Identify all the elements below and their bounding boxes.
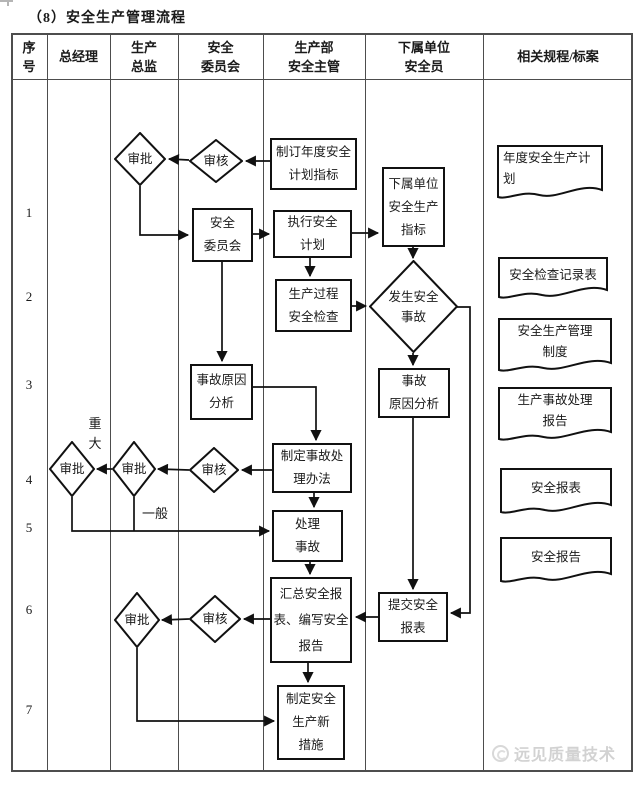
column-line [178, 33, 179, 772]
node-execute-plan: 执行安全 计划 [273, 210, 352, 258]
table-border [11, 33, 633, 772]
node-annual-plan-targets: 制订年度安全 计划指标 [270, 138, 357, 190]
column-header-director: 生产 总监 [130, 39, 157, 74]
column-line [47, 33, 48, 772]
column-line [263, 33, 264, 772]
corner-artifact [0, 0, 13, 2]
node-submit-form: 提交安全 报表 [378, 592, 448, 642]
document-annual-plan: 年度安全生产计 划 [497, 145, 603, 203]
document-check-record: 安全检查记录表 [498, 257, 608, 303]
column-header-seq: 序 号 [22, 39, 36, 74]
node-handle-accident: 处理 事故 [272, 510, 343, 562]
watermark: 远见质量技术 [492, 741, 616, 765]
column-line [483, 33, 484, 772]
node-summary-report: 汇总安全报 表、编写安全 报告 [270, 577, 352, 663]
branch-label-major: 重 大 [88, 416, 102, 451]
page-title: （8）安全生产管理流程 [28, 11, 186, 26]
column-header-supervisor: 生产部 安全主管 [287, 39, 340, 74]
branch-label-general: 一般 [141, 506, 168, 521]
node-process-check: 生产过程 安全检查 [275, 279, 352, 332]
decision-review-row4: 审核 [189, 447, 239, 493]
decision-review-row6: 审核 [189, 595, 241, 643]
column-header-officer: 下属单位 安全员 [397, 39, 450, 74]
row-number-2: 2 [25, 289, 33, 304]
node-safety-committee: 安全 委员会 [192, 208, 253, 262]
node-cause-analysis-unit: 事故 原因分析 [378, 368, 450, 418]
node-new-measures: 制定安全 生产新 措施 [277, 685, 345, 760]
column-header-gm: 总经理 [58, 49, 98, 64]
row-number-1: 1 [25, 205, 33, 220]
decision-approve-row1: 审批 [114, 132, 166, 186]
node-handling-method: 制定事故处 理办法 [272, 443, 352, 493]
decision-approve-row6: 审批 [114, 592, 160, 648]
row-number-7: 7 [25, 702, 33, 717]
column-line [110, 33, 111, 772]
row-number-3: 3 [25, 377, 33, 392]
document-safety-form: 安全报表 [500, 468, 612, 518]
row-number-4: 4 [25, 472, 33, 487]
column-header-committee: 安全 委员会 [200, 39, 240, 74]
node-cause-analysis-committee: 事故原因 分析 [190, 364, 253, 420]
column-header-docs: 相关规程/标案 [517, 49, 599, 64]
document-safety-report: 安全报告 [500, 537, 612, 587]
corner-artifact [7, 0, 9, 6]
decision-review-row1: 审核 [189, 139, 243, 183]
watermark-logo-icon [492, 744, 509, 762]
decision-accident-occurs: 发生安全 事故 [369, 260, 458, 353]
header-divider [11, 79, 633, 80]
document-accident-report: 生产事故处理 报告 [498, 387, 612, 445]
watermark-text: 远见质量技术 [514, 747, 617, 764]
decision-approve-director: 审批 [112, 441, 156, 497]
node-unit-targets: 下属单位 安全生产 指标 [382, 167, 445, 247]
decision-approve-gm: 审批 [49, 441, 95, 497]
column-line [365, 33, 366, 772]
document-mgmt-system: 安全生产管理 制度 [498, 318, 612, 376]
row-number-6: 6 [25, 602, 33, 617]
row-number-5: 5 [25, 520, 33, 535]
